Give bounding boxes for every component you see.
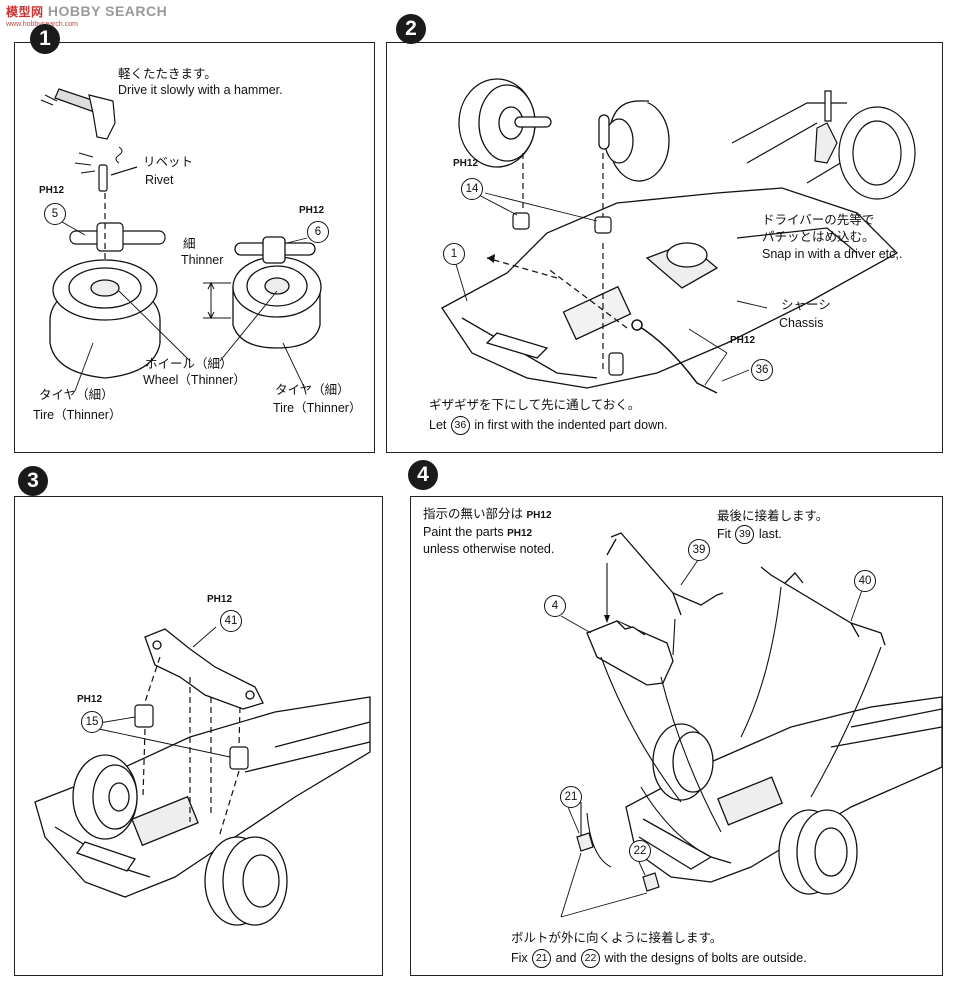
part-41-callout: 41 <box>220 610 242 632</box>
paint-spec-spacer: PH12 <box>77 694 103 705</box>
step-1-number: 1 <box>30 24 60 54</box>
step-4-panel: 指示の無い部分は PH12 Paint the parts PH12 unles… <box>410 496 943 976</box>
step-2-panel: PH12 14 1 ドライバーの先等で パチッとはめ込む。 Snap in wi… <box>386 42 943 453</box>
last-note-jp: 最後に接着します。 <box>717 509 829 523</box>
unless-note-en-2: unless otherwise noted. <box>423 542 555 556</box>
step-2-number: 2 <box>396 14 426 44</box>
part-6-callout: 6 <box>307 221 329 243</box>
part-15-callout: 15 <box>81 711 103 733</box>
watermark-cjk: 模型网 <box>6 5 44 19</box>
step-2-illustration <box>387 43 942 452</box>
thinner-label-en: Thinner <box>181 253 224 267</box>
step-4-number: 4 <box>408 460 438 490</box>
paint-spec-inline-jp: PH12 <box>526 510 552 521</box>
left-tire-drawing <box>50 260 160 378</box>
step-1-drive-jp: 軽くたたきます。 <box>118 67 217 81</box>
part-21-inline: 21 <box>532 949 552 968</box>
thinner-label-jp: 細 <box>183 237 196 251</box>
bolt-note-jp: ボルトが外に向くように接着します。 <box>511 931 723 945</box>
part-22-inline: 22 <box>580 949 600 968</box>
part-1-callout: 1 <box>443 243 465 265</box>
step-3-illustration <box>15 497 382 975</box>
part-39-inline: 39 <box>735 525 755 544</box>
paint-spec-inline-en: PH12 <box>507 528 533 539</box>
wheel-label-jp: ホイール（細） <box>145 357 233 371</box>
paint-spec-rod: PH12 <box>730 335 756 346</box>
step-4-illustration <box>411 497 942 975</box>
paint-spec-right: PH12 <box>299 205 325 216</box>
step-1-drive-en: Drive it slowly with a hammer. <box>118 83 283 97</box>
chassis-drawing <box>35 697 370 897</box>
chassis-drawing <box>626 697 942 882</box>
wheel-label-en: Wheel（Thinner） <box>143 373 246 387</box>
step-1-panel: 軽くたたきます。 Drive it slowly with a hammer. … <box>14 42 375 453</box>
let-suffix: in first with the indented part down. <box>474 417 668 432</box>
tire-right-label-en: Tire（Thinner） <box>273 401 362 415</box>
part-40-callout: 40 <box>854 570 876 592</box>
part-5-callout: 5 <box>44 203 66 225</box>
front-wheel-drawing <box>459 79 551 167</box>
part-36-inline: 36 <box>450 416 470 435</box>
fix-and: and <box>555 950 577 965</box>
unless-jp-text: 指示の無い部分は <box>423 507 524 521</box>
part-22-callout: 22 <box>629 840 651 862</box>
part-36-callout: 36 <box>751 359 773 381</box>
driver-note-en: Snap in with a driver etc,. <box>762 247 903 261</box>
tire-left-label-en: Tire（Thinner） <box>33 408 122 422</box>
rivet-label-jp: リベット <box>143 155 194 169</box>
hammer-drawing <box>41 89 115 139</box>
watermark-logo: 模型网 HOBBY SEARCH <box>6 3 167 20</box>
right-tire-drawing <box>233 237 321 348</box>
part-4-callout: 4 <box>544 595 566 617</box>
fit-prefix: Fit <box>717 526 731 541</box>
step-3-panel: PH12 41 PH12 15 <box>14 496 383 976</box>
watermark-text: HOBBY SEARCH <box>47 3 168 19</box>
driver-note-jp-2: パチッとはめ込む。 <box>762 230 875 244</box>
paint-spec-bracket: PH12 <box>207 594 233 605</box>
front-wheel-drawing <box>73 755 137 839</box>
unless-en-prefix: Paint the parts <box>423 525 504 539</box>
bolt-note-en: Fix 21 and 22 with the designs of bolts … <box>511 949 807 968</box>
chassis-drawing <box>442 188 897 388</box>
paint-spec-left: PH12 <box>39 185 65 196</box>
gizagiza-note-en: Let 36 in first with the indented part d… <box>429 416 668 435</box>
gizagiza-note-jp: ギザギザを下にして先に通しておく。 <box>429 398 641 412</box>
last-note-en: Fit 39 last. <box>717 525 782 544</box>
fit-suffix: last. <box>758 526 782 541</box>
rivet-label-en: Rivet <box>145 173 174 187</box>
fix-suffix: with the designs of bolts are outside. <box>604 950 807 965</box>
tire-right-label-jp: タイヤ（細） <box>275 383 350 397</box>
chassis-label-jp: シャーシ <box>781 298 831 312</box>
part-21-callout: 21 <box>560 786 582 808</box>
paint-spec-spacers: PH12 <box>453 158 479 169</box>
chassis-label-en: Chassis <box>779 316 824 330</box>
unless-note-en: Paint the parts PH12 <box>423 525 532 541</box>
step-3-number: 3 <box>18 466 48 496</box>
unless-note-jp: 指示の無い部分は PH12 <box>423 507 552 523</box>
part-14-callout: 14 <box>461 178 483 200</box>
rear-wheel-drawing <box>205 837 287 925</box>
fix-prefix: Fix <box>511 950 528 965</box>
detail-inset-drawing <box>732 91 915 199</box>
tire-left-label-jp: タイヤ（細） <box>39 388 114 402</box>
part-39-callout: 39 <box>688 539 710 561</box>
step-1-illustration <box>15 43 374 452</box>
let-prefix: Let <box>429 417 447 432</box>
driver-note-jp-1: ドライバーの先等で <box>762 213 875 227</box>
